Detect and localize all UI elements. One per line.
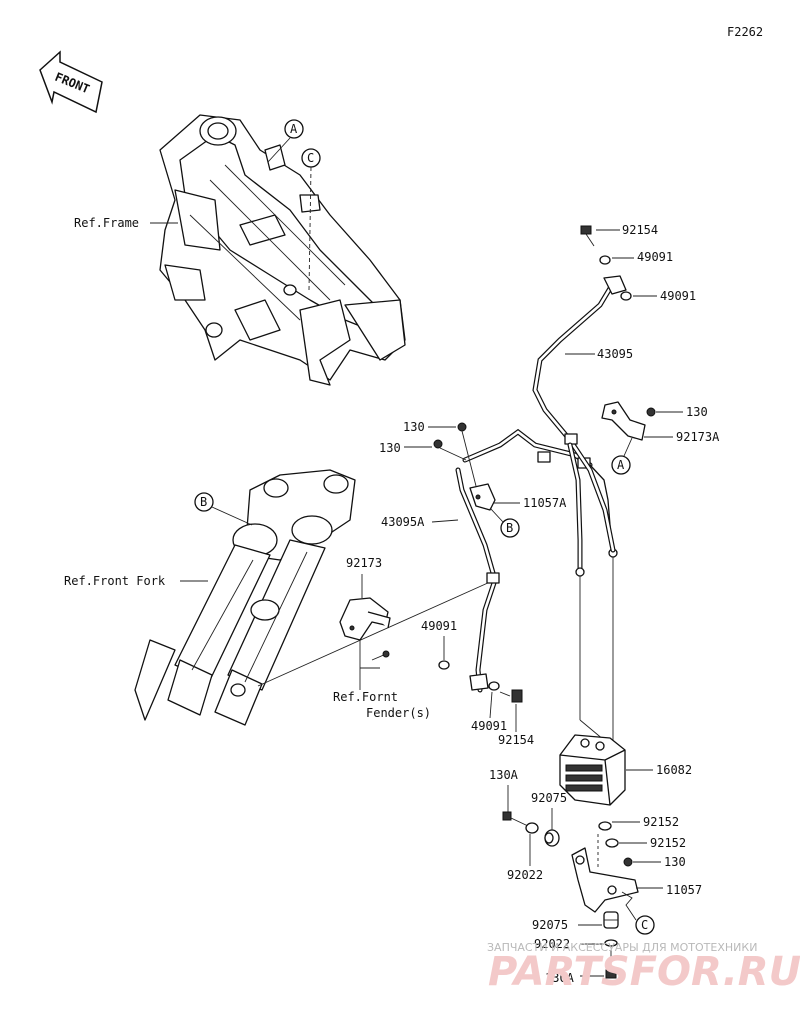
washer-49091-mid1	[438, 660, 450, 670]
part-130-right: 130	[686, 405, 708, 419]
bolt-fender	[371, 650, 390, 661]
bolt-130-b	[433, 439, 467, 461]
part-49091-top1: 49091	[637, 250, 673, 264]
hose-fitting-mid	[469, 673, 489, 691]
watermark-tagline: ЗАПЧАСТИ И АКСЕССУАРЫ ДЛЯ МОТОТЕХНИКИ	[487, 941, 757, 954]
watermark-logo: PARTSFOR.RU	[488, 949, 800, 995]
part-92152-b: 92152	[650, 836, 686, 850]
grommet-92075-low	[603, 911, 619, 929]
ref-frame-label: Ref.Frame	[74, 216, 139, 230]
svg-text:A: A	[617, 458, 625, 472]
part-92022-top: 92022	[507, 868, 543, 882]
part-16082: 16082	[656, 763, 692, 777]
part-92075-top: 92075	[531, 791, 567, 805]
svg-text:A: A	[290, 122, 298, 136]
svg-text:C: C	[307, 151, 314, 165]
part-49091-top2: 49091	[660, 289, 696, 303]
part-130A-top: 130A	[489, 768, 519, 782]
ref-front-fork-label: Ref.Front Fork	[64, 574, 166, 588]
clamp-11057A	[469, 483, 496, 511]
part-92173A: 92173A	[676, 430, 720, 444]
bolt-92154-top	[580, 225, 595, 247]
washer-92022-top	[525, 822, 539, 834]
bolt-130-a	[457, 422, 477, 487]
bolt-130A-low	[605, 950, 617, 979]
callout-a-bracket	[611, 455, 631, 475]
ref-front-fender-label-2: Fender(s)	[366, 706, 431, 720]
washer-49091-mid2	[488, 681, 500, 691]
callout-a-frame	[284, 119, 304, 139]
frame-illustration	[159, 114, 406, 386]
part-92173: 92173	[346, 556, 382, 570]
bracket-92173	[339, 597, 391, 641]
front-fork-illustration	[134, 469, 356, 726]
collar-92152-a	[598, 821, 612, 831]
bolt-92154-mid	[499, 689, 523, 703]
part-130A-low: 130A	[545, 971, 575, 985]
callout-b-clamp	[500, 518, 520, 538]
bolt-130-right	[646, 407, 656, 417]
part-49091-mid2: 49091	[471, 719, 507, 733]
bracket-92173A	[601, 401, 646, 441]
part-11057A: 11057A	[523, 496, 567, 510]
svg-text:B: B	[200, 495, 207, 509]
part-43095A: 43095A	[381, 515, 425, 529]
part-92075-low: 92075	[532, 918, 568, 932]
grommet-92075-top	[544, 829, 560, 847]
bracket-11057	[571, 847, 639, 913]
part-130-low: 130	[664, 855, 686, 869]
diagram-code: F2262	[727, 25, 763, 39]
brake-hose-43095A	[455, 428, 618, 693]
front-arrow-icon: FRONT	[39, 50, 103, 114]
part-11057: 11057	[666, 883, 702, 897]
part-92152-a: 92152	[643, 815, 679, 829]
bolt-130A-top	[502, 811, 529, 827]
ref-front-fender-label-1: Ref.Fornt	[333, 690, 398, 704]
part-49091-mid1: 49091	[421, 619, 457, 633]
part-92154-mid: 92154	[498, 733, 534, 747]
part-43095: 43095	[597, 347, 633, 361]
part-130-b: 130	[379, 441, 401, 455]
callout-b-fork	[194, 492, 214, 512]
collar-92152-b	[605, 838, 619, 848]
brake-hose-43095	[532, 275, 627, 577]
washer-49091-top1	[599, 255, 611, 265]
part-92154-top: 92154	[622, 223, 658, 237]
svg-text:B: B	[506, 521, 513, 535]
part-92022-low: 92022	[534, 937, 570, 951]
bolt-130-low	[623, 857, 633, 867]
part-130-a: 130	[403, 420, 425, 434]
washer-49091-top2	[620, 291, 632, 301]
washer-92022-low	[604, 939, 618, 947]
abs-unit-16082	[559, 734, 626, 806]
svg-text:C: C	[641, 918, 648, 932]
callout-c-bracket	[635, 915, 655, 935]
